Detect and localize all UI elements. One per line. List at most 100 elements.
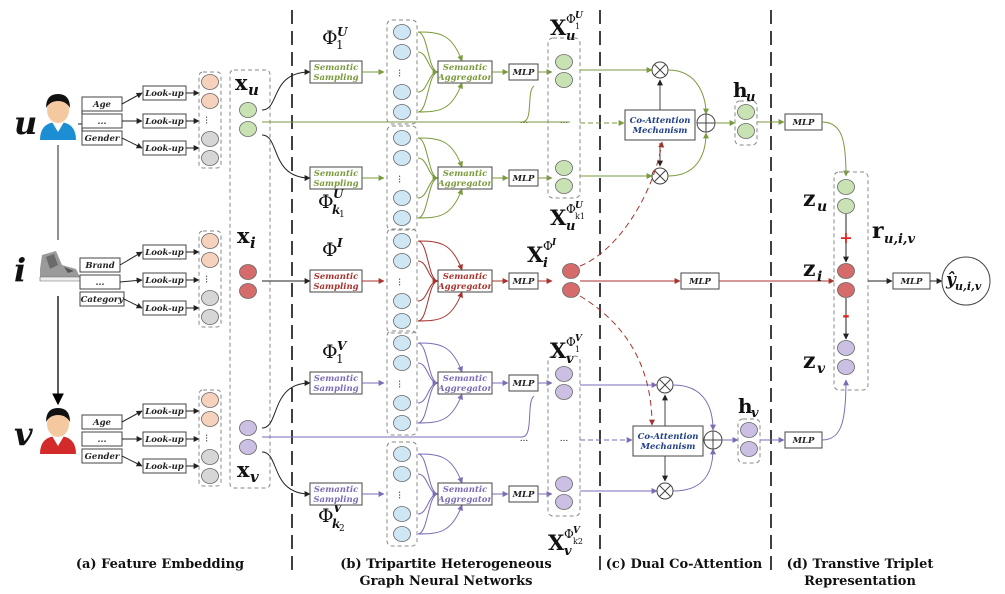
- neighbor-arc-bottom-u1: [417, 82, 463, 113]
- lookup-group-i: Look-up Look-up Look-up: [119, 244, 200, 316]
- plus-sign: +: [839, 228, 852, 247]
- neighbor-node-v1-4: [393, 395, 411, 411]
- label-X-v-phik2-base: X: [548, 530, 565, 555]
- label-h-u-sub: u: [746, 90, 755, 105]
- entity-u-symbol: u: [14, 104, 37, 142]
- output-node-v1-1: [555, 366, 573, 382]
- neighbor-node-i-2: [393, 253, 411, 269]
- svg-text:V: V: [337, 339, 348, 353]
- mlp-i-panel-c-line-1: MLP: [688, 277, 711, 287]
- neighbor-arc-bottom-uk1: [417, 188, 463, 219]
- label-h-v-base: h: [738, 394, 753, 418]
- neighbor-to-agg-i-2: [417, 260, 439, 284]
- h-u-group: [734, 100, 758, 146]
- mlp-v1-line-1: MLP: [512, 379, 535, 389]
- label-X-i-phiI-base: X: [527, 242, 544, 267]
- neighbor-to-agg-v1-1: [417, 342, 439, 384]
- entity-embedding-nodes: [239, 102, 257, 455]
- otimes-vk2-to-oplus: [672, 448, 716, 492]
- entity-node-v-2: [239, 439, 257, 455]
- neighbor-node-uk1-1: [393, 130, 411, 146]
- neighbor-node-uk1-5: [393, 210, 411, 226]
- semantic-sampling-u1-line-1: Semantic: [314, 63, 359, 73]
- label-h-v: hv: [738, 394, 759, 421]
- svg-text:U: U: [337, 25, 349, 39]
- semantic-aggregator-uk1-line-2: Aggregator: [437, 179, 492, 189]
- attr-gender-v-label: Gender: [85, 452, 120, 462]
- semantic-aggregator-i-line-2: Aggregator: [437, 282, 492, 292]
- neighbor-to-agg-v1-2: [417, 362, 439, 386]
- attr-embedding-ellipsis-u: ...: [203, 116, 213, 125]
- svg-text:1: 1: [336, 352, 344, 366]
- label-X-v-phi1-phi: Φ: [566, 335, 576, 349]
- attr-embedding-node-v-2: [201, 411, 219, 427]
- attr-category-i-label: Category: [81, 295, 125, 305]
- semantic-sampling-i-line-2: Sampling: [313, 282, 358, 292]
- neighbor-arc-bottom-vk2: [417, 504, 463, 535]
- semantic-sampling-u1-line-2: Sampling: [313, 73, 358, 83]
- neighbor-ellipsis-vk2: ...: [396, 491, 406, 500]
- neighbor-arc-top-i: [417, 240, 463, 271]
- mlp-uk1-line-1: MLP: [512, 174, 535, 184]
- neighbor-to-agg-uk1-4: [417, 177, 439, 219]
- semantic-sampling-v1-line-1: Semantic: [314, 374, 359, 384]
- coattention-mechanism-v: [632, 425, 704, 457]
- label-h-u: hu: [733, 78, 755, 105]
- label-y-sub: u,i,v: [955, 280, 982, 293]
- z-i-node-1: [837, 263, 855, 279]
- output-circle: [941, 256, 991, 306]
- label-z-u-base: z: [803, 186, 816, 212]
- label-x-i: x i: [237, 223, 256, 252]
- svg-text:k: k: [332, 517, 340, 531]
- lookup-i-2-label: Look-up: [144, 276, 184, 286]
- entity-node-i-1: [239, 264, 257, 280]
- label-X-u-phik1-sup: U: [575, 201, 584, 211]
- bypass-connectors: [262, 85, 570, 438]
- attr-gender-u-label: Gender: [85, 134, 120, 144]
- attr-embedding-node-u-4: [201, 131, 219, 147]
- label-X-u-phik1-supsub: k1: [575, 212, 585, 221]
- entity-node-u-1: [239, 102, 257, 118]
- neighbor-to-agg-vk2-4: [417, 493, 439, 535]
- neighbor-node-u1-4: [393, 84, 411, 100]
- otimes-u1-to-oplus: [667, 69, 709, 115]
- label-X-v-phik2-sub: v: [564, 544, 572, 559]
- semantic-sampling-i-line-1: Semantic: [314, 272, 359, 282]
- output-group-v: [547, 355, 581, 517]
- coattention-mechanism-u-line-2: Mechanism: [632, 126, 688, 136]
- lookup-i-1-label: Look-up: [144, 248, 184, 258]
- svg-text:x: x: [235, 70, 248, 95]
- h-u-node-1: [737, 104, 755, 120]
- label-r-base: r: [872, 218, 884, 244]
- neighbor-to-agg-u1-1: [417, 31, 439, 73]
- lookup-v-3-label: Look-up: [144, 462, 184, 472]
- entity-node-v-1: [239, 420, 257, 436]
- output-ellipsis-u: ...: [560, 116, 569, 126]
- label-phi-k1-u: Φ k 1 U: [318, 187, 345, 220]
- embedding-column-u: [198, 71, 222, 169]
- otimes-vk2-b: [659, 485, 671, 497]
- neighbor-to-agg-v1-3: [417, 382, 439, 404]
- semantic-sampling-uk1-line-2: Sampling: [313, 179, 358, 189]
- label-X-v-phik2-phi: Φ: [564, 527, 574, 541]
- semantic-aggregator-v1-line-2: Aggregator: [437, 384, 492, 394]
- dashed-xi-to-coatt-v: [579, 295, 655, 426]
- label-X-u-phi1-sub: u: [566, 29, 575, 44]
- otimes-v1-b: [659, 379, 671, 391]
- sneaker-icon: [39, 251, 81, 282]
- attr-embedding-ellipsis-v: ...: [203, 434, 213, 443]
- output-node-u1-2: [555, 72, 573, 88]
- otimes-v1-to-oplus: [672, 384, 716, 431]
- h-v-group: [737, 418, 761, 464]
- coattention-mechanism-v-line-2: Mechanism: [640, 442, 696, 452]
- otimes-uk1-to-oplus: [667, 132, 709, 177]
- neighbor-arc-top-uk1: [417, 137, 463, 168]
- neighbor-group-i: [386, 228, 418, 334]
